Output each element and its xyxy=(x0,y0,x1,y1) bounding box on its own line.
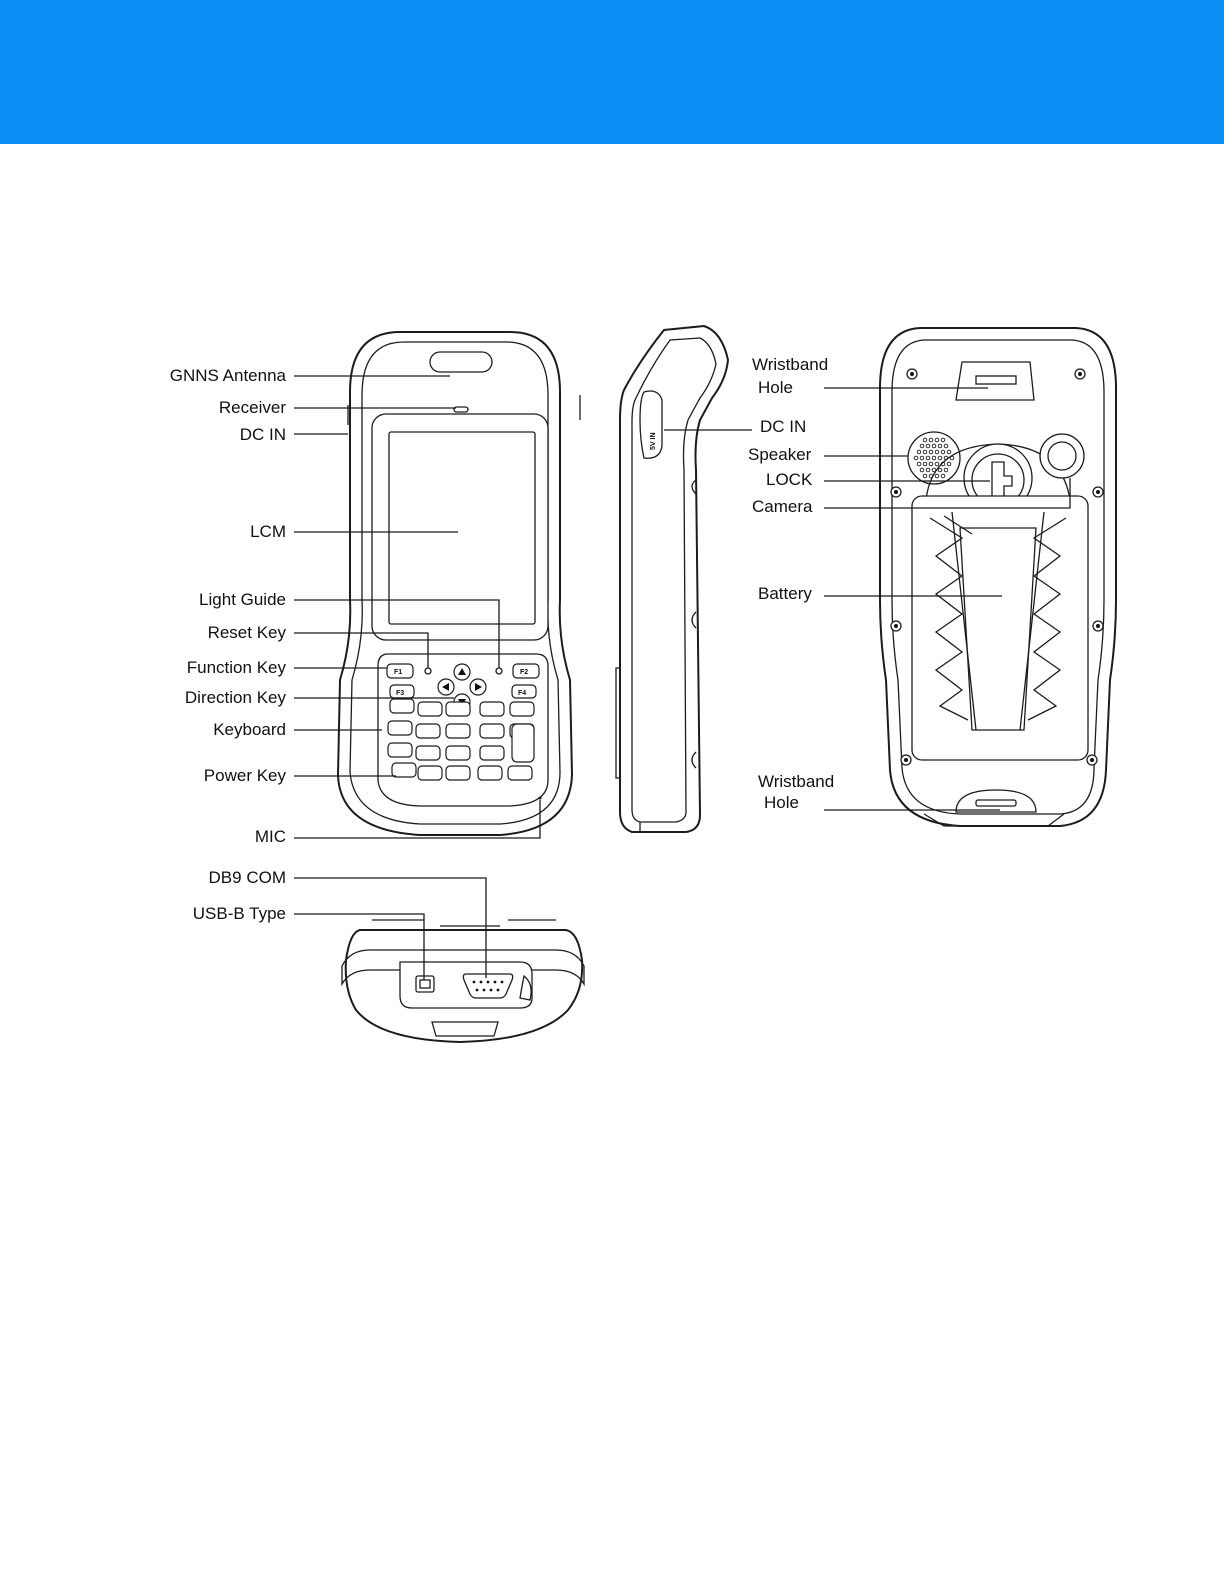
keycap xyxy=(446,746,470,760)
label-power-key: Power Key xyxy=(204,766,287,785)
receiver-slot xyxy=(454,407,468,412)
camera-lens xyxy=(1048,442,1076,470)
db9-pin xyxy=(480,981,483,984)
enter-key xyxy=(512,724,534,762)
label-light-guide: Light Guide xyxy=(199,590,286,609)
label-reset-key: Reset Key xyxy=(208,623,287,642)
keycap xyxy=(416,746,440,760)
keycap xyxy=(480,702,504,716)
keycap xyxy=(446,702,470,716)
label-battery: Battery xyxy=(758,584,812,603)
label-receiver: Receiver xyxy=(219,398,286,417)
keycap xyxy=(446,724,470,738)
db9-pin xyxy=(476,989,479,992)
label-db9-com: DB9 COM xyxy=(209,868,286,887)
gnns-antenna-slot xyxy=(430,352,492,372)
mic-hole xyxy=(539,797,542,800)
label-function-key: Function Key xyxy=(187,658,287,677)
lcm-screen xyxy=(389,432,535,624)
db9-pin xyxy=(490,989,493,992)
keycap xyxy=(508,766,532,780)
keycap xyxy=(478,766,502,780)
bottom-view xyxy=(342,920,584,1042)
label-wristband-hole-bottom-2: Hole xyxy=(764,793,799,812)
label-wristband-hole-top-1: Wristband xyxy=(752,355,828,374)
keycap xyxy=(388,743,412,757)
side-view: 5V IN xyxy=(616,326,728,832)
function-key-f2-label: F2 xyxy=(520,669,528,676)
usb-b-port xyxy=(416,976,434,992)
db9-pin xyxy=(497,989,500,992)
label-wristband-hole-top-2: Hole xyxy=(758,378,793,397)
label-mic: MIC xyxy=(255,827,286,846)
keycap xyxy=(480,724,504,738)
function-key-f1-label: F1 xyxy=(394,669,402,676)
label-dc-in-front: DC IN xyxy=(240,425,286,444)
reset-key-dot xyxy=(425,668,431,674)
label-dc-in-side: DC IN xyxy=(760,417,806,436)
light-guide-dot xyxy=(496,668,502,674)
label-keyboard: Keyboard xyxy=(213,720,286,739)
side-port-label: 5V IN xyxy=(650,432,657,450)
label-lock: LOCK xyxy=(766,470,813,489)
keycap xyxy=(418,702,442,716)
keycap xyxy=(480,746,504,760)
keycap xyxy=(392,763,416,777)
label-direction-key: Direction Key xyxy=(185,688,287,707)
speaker-grille xyxy=(908,432,960,484)
label-wristband-hole-bottom-1: Wristband xyxy=(758,772,834,791)
db9-pin xyxy=(501,981,504,984)
db9-pin xyxy=(494,981,497,984)
wristband-hole-top xyxy=(956,362,1034,400)
keycap xyxy=(388,721,412,735)
label-usb-b-type: USB-B Type xyxy=(193,904,286,923)
label-lcm: LCM xyxy=(250,522,286,541)
function-key-f3-label: F3 xyxy=(396,690,404,697)
keycap xyxy=(510,702,534,716)
keycap xyxy=(390,699,414,713)
keycap xyxy=(416,724,440,738)
back-view xyxy=(880,328,1116,826)
label-speaker: Speaker xyxy=(748,445,812,464)
keycap xyxy=(418,766,442,780)
battery-cover xyxy=(912,496,1088,760)
label-camera: Camera xyxy=(752,497,813,516)
function-key-f4-label: F4 xyxy=(518,690,526,697)
db9-pin xyxy=(483,989,486,992)
label-gnns-antenna: GNNS Antenna xyxy=(170,366,287,385)
db9-pin xyxy=(473,981,476,984)
db9-port xyxy=(463,974,512,998)
keycap xyxy=(446,766,470,780)
side-body xyxy=(620,326,728,832)
db9-pin xyxy=(487,981,490,984)
